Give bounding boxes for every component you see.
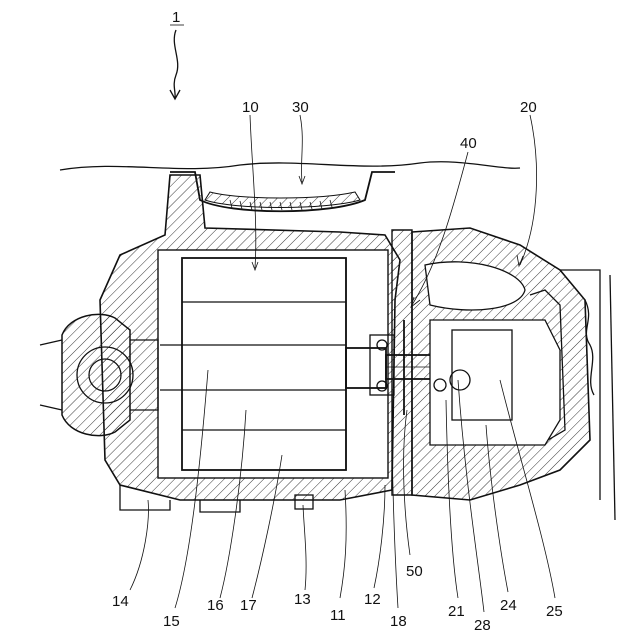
ref-label: 18 (390, 613, 407, 630)
ref-label: 10 (242, 99, 259, 116)
ref-label: 21 (448, 603, 465, 620)
ref-label: 50 (406, 563, 423, 580)
ref-label: 30 (292, 99, 309, 116)
ref-label: 16 (207, 597, 224, 614)
upper-flange (170, 172, 395, 211)
gear-housing (412, 228, 590, 500)
housing-top-wave (60, 162, 520, 170)
ref-label: 17 (240, 597, 257, 614)
ref-label: 24 (500, 597, 517, 614)
ref-label: 14 (112, 593, 129, 610)
motor-housing (100, 175, 400, 500)
ref-numeral-main: 1 (172, 9, 180, 26)
ref-label: 25 (546, 603, 563, 620)
ref-label: 20 (520, 99, 537, 116)
ref-label: 15 (163, 613, 180, 630)
ref-label: 12 (364, 591, 381, 608)
ref-label: 28 (474, 617, 491, 634)
partition-wall (392, 230, 412, 495)
ref-label: 40 (460, 135, 477, 152)
ref-label: 11 (330, 607, 346, 624)
ref-leader-squiggle (174, 30, 178, 98)
ref-label: 13 (294, 591, 311, 608)
